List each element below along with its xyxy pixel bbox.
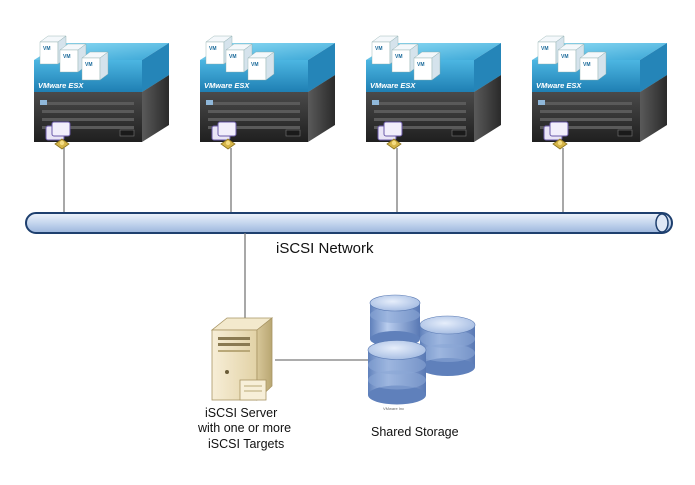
disk-stack-front [367, 340, 427, 405]
vm-label: VM [229, 54, 237, 60]
disk-stack-back [369, 294, 421, 347]
server-connectors [244, 233, 372, 361]
disk-stack-right [419, 315, 476, 376]
vm-label: VM [63, 54, 71, 60]
vm-label: VM [85, 62, 93, 68]
vm-label: VM [561, 54, 569, 60]
vm-label: VM [209, 46, 217, 52]
vm-label: VM [43, 46, 51, 52]
esx-host-3: VM VM VM VMware ESX [365, 35, 502, 150]
host-product-label: VMware ESX [536, 81, 582, 90]
vm-label: VM [395, 54, 403, 60]
iscsi-server-icon [210, 317, 274, 401]
esx-host-4: VM VM VM VMware ESX [531, 35, 668, 150]
esx-host-2: VM VM VM VMware ESX [199, 35, 336, 150]
host-connectors [63, 148, 564, 213]
esx-host-1: VM VM VM VMware ESX [33, 35, 170, 150]
storage-brand-label: VMware Inc [383, 406, 404, 411]
host-product-label: VMware ESX [370, 81, 416, 90]
host-product-label: VMware ESX [38, 81, 84, 90]
iscsi-network-bus [25, 212, 673, 234]
storage-label: Shared Storage [371, 425, 459, 439]
vm-label: VM [541, 46, 549, 52]
server-label-line-1: iSCSI Server [205, 406, 277, 420]
server-label-line-3: iSCSI Targets [208, 437, 284, 451]
host-product-label: VMware ESX [204, 81, 250, 90]
network-label: iSCSI Network [276, 240, 374, 257]
vm-label: VM [583, 62, 591, 68]
vm-label: VM [251, 62, 259, 68]
shared-storage-icon: VMware Inc [367, 294, 476, 411]
vm-label: VM [417, 62, 425, 68]
vm-label: VM [375, 46, 383, 52]
server-label-line-2: with one or more [197, 421, 291, 435]
